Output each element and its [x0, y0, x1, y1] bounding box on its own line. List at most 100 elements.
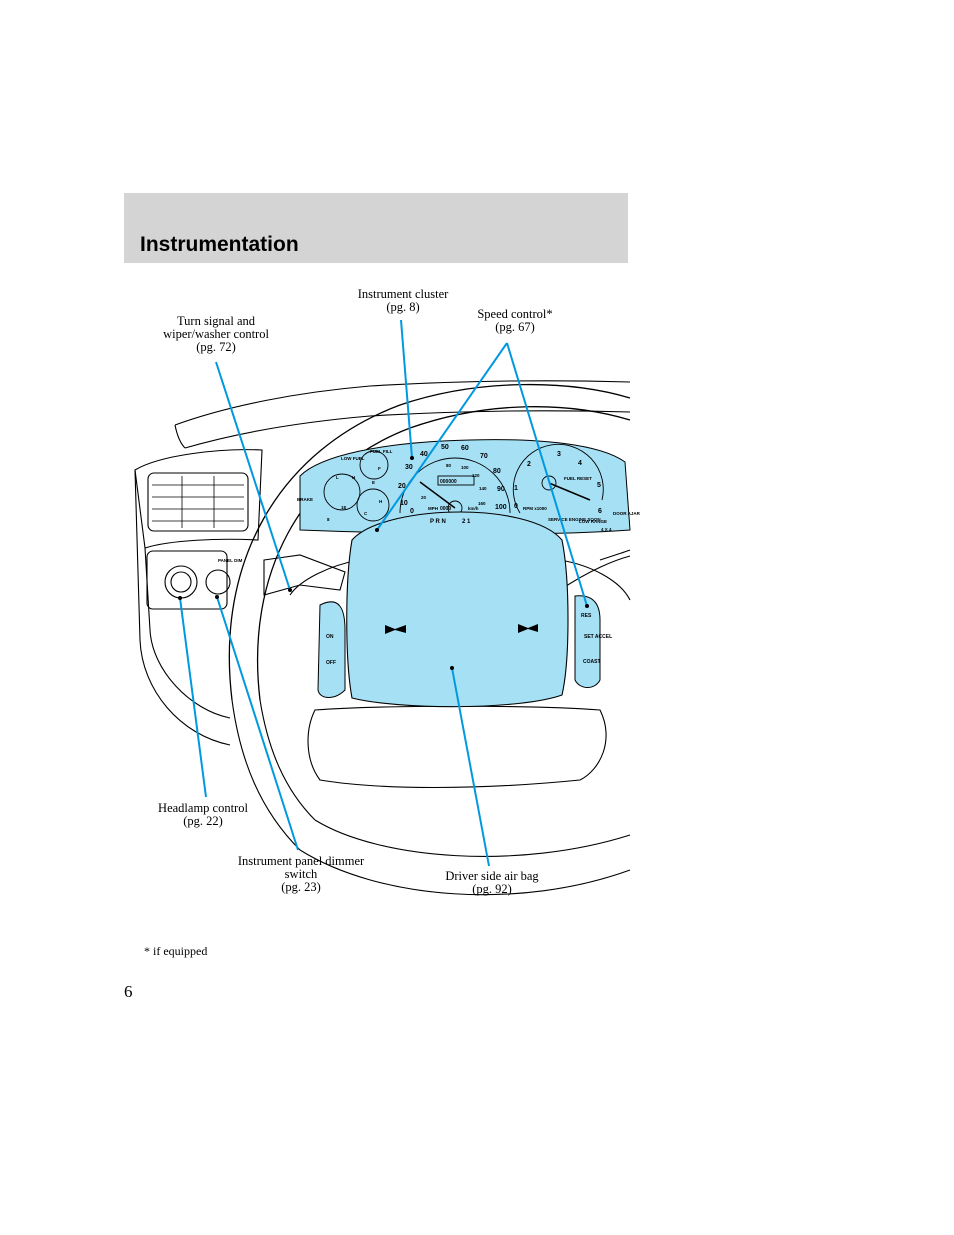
oil-gauge — [323, 473, 361, 511]
tach-needle — [548, 482, 591, 501]
callout-text: (pg. 8) — [386, 300, 420, 314]
callout-text: Instrument cluster — [357, 287, 449, 301]
leader-headlamp — [179, 597, 207, 798]
horn-icons — [385, 624, 538, 634]
kmh-label-140: 140 — [479, 486, 487, 491]
kmh-label: km/h — [468, 506, 479, 511]
air-vent — [147, 472, 249, 532]
volts-lo-label: 8 — [327, 517, 330, 522]
tach-label-4: 4 — [578, 460, 582, 467]
speedo-label-0: 0 — [410, 508, 414, 515]
service-engine-soon-label: SERVICE ENGINE SOON — [548, 517, 601, 522]
dash-left-side — [134, 469, 231, 746]
leader-speed-control-left — [376, 342, 508, 531]
callout-text: (pg. 72) — [196, 340, 236, 354]
callout-text: (pg. 92) — [472, 882, 512, 896]
dash-top-edge — [174, 380, 631, 426]
tach-label-0: 0 — [514, 503, 518, 510]
speedo-label-100: 100 — [495, 504, 507, 511]
vent-housing — [134, 449, 263, 549]
temp-c-label: C — [364, 511, 368, 516]
speed-control-right-pod — [574, 595, 601, 688]
volts-hi-label: 18 — [341, 505, 347, 510]
headlamp-knob — [164, 565, 198, 599]
fuel-fill-label: FUEL FILL — [370, 449, 393, 454]
section-header-band: Instrumentation — [124, 193, 628, 263]
door-ajar-label: DOOR AJAR — [613, 511, 641, 516]
low-fuel-label: LOW FUEL — [341, 456, 365, 461]
driver-airbag-cover — [346, 511, 569, 708]
callout-speed-control: Speed control* (pg. 67) — [460, 308, 570, 334]
leader-turn-signal — [215, 361, 291, 591]
temp-gauge — [356, 488, 390, 522]
leader-speed-control-right — [506, 342, 588, 607]
4x4-label: 4 X 4 — [601, 527, 612, 532]
section-title: Instrumentation — [140, 233, 299, 256]
callout-text: wiper/washer control — [163, 327, 269, 341]
tachometer-arc — [512, 443, 604, 514]
callout-dimmer: Instrument panel dimmer switch (pg. 23) — [226, 855, 376, 894]
fuel-gauge — [359, 450, 389, 480]
speedo-label-80: 80 — [493, 468, 501, 475]
speed-coast-label: COAST — [583, 659, 601, 665]
leader-instrument-cluster — [400, 319, 413, 459]
fuel-f-label: F — [378, 466, 381, 471]
speedo-label-90: 90 — [497, 486, 505, 493]
tach-hub — [541, 475, 557, 491]
dash-top-edge-inner — [184, 410, 631, 449]
callout-text: (pg. 23) — [281, 880, 321, 894]
prndl-end-label: 2 1 — [462, 519, 471, 525]
headlamp-panel — [146, 550, 228, 610]
callout-text: Speed control* — [477, 307, 553, 321]
callout-text: Driver side air bag — [445, 869, 539, 883]
speedo-label-50: 50 — [441, 444, 449, 451]
speed-set-label: SET ACCEL — [584, 634, 612, 640]
callout-text: Headlamp control — [158, 801, 248, 815]
steering-wheel-rim-inner — [256, 406, 631, 701]
callout-instrument-cluster: Instrument cluster (pg. 8) — [343, 288, 463, 314]
kmh-label-20: 20 — [421, 495, 427, 500]
steering-wheel-rim-outer — [228, 383, 631, 701]
callout-text: switch — [284, 867, 318, 881]
speed-on-label: ON — [326, 634, 334, 640]
speed-off-label: OFF — [326, 660, 336, 666]
horn-right-icon — [518, 624, 538, 633]
speedo-label-60: 60 — [461, 445, 469, 452]
panel-dim-label: PANEL DIM — [218, 558, 243, 563]
tach-label-6: 6 — [598, 508, 602, 515]
callout-text: (pg. 22) — [183, 814, 223, 828]
oil-h-label: H — [352, 475, 355, 480]
odometer: 000000 — [440, 479, 457, 485]
temp-h-label: H — [379, 499, 382, 504]
speedo-label-70: 70 — [480, 453, 488, 460]
callout-headlamp: Headlamp control (pg. 22) — [143, 802, 263, 828]
kmh-label-120: 120 — [472, 473, 480, 478]
rpm-label: RPM x1000 — [523, 506, 547, 511]
callout-airbag: Driver side air bag (pg. 92) — [432, 870, 552, 896]
leader-airbag — [451, 667, 490, 867]
oil-l-label: L — [336, 475, 339, 480]
trip-odometer: 0000 — [440, 506, 451, 512]
fuel-reset-label: FUEL RESET — [564, 476, 592, 481]
speed-res-label: RES — [581, 613, 592, 619]
speedo-label-40: 40 — [420, 451, 428, 458]
page-number: 6 — [124, 982, 133, 1001]
turn-signal-stalk — [263, 554, 346, 596]
kmh-label-80: 80 — [446, 463, 452, 468]
leader-lines — [179, 319, 588, 867]
mph-label: MPH — [428, 506, 438, 511]
speedo-label-10: 10 — [400, 500, 408, 507]
wheel-lower-spoke — [307, 705, 607, 789]
callout-turn-signal: Turn signal and wiper/washer control (pg… — [150, 315, 282, 354]
footnote: * if equipped — [144, 944, 208, 958]
tach-label-5: 5 — [597, 482, 601, 489]
fuel-e-label: E — [372, 480, 375, 485]
leader-dimmer — [216, 596, 299, 851]
brake-label: BRAKE — [297, 497, 313, 502]
tach-label-2: 2 — [527, 461, 531, 468]
tach-label-1: 1 — [514, 485, 518, 492]
callout-text: Instrument panel dimmer — [237, 854, 365, 868]
horn-left-icon — [385, 625, 406, 634]
tach-label-3: 3 — [557, 451, 561, 458]
callout-text: (pg. 67) — [495, 320, 535, 334]
